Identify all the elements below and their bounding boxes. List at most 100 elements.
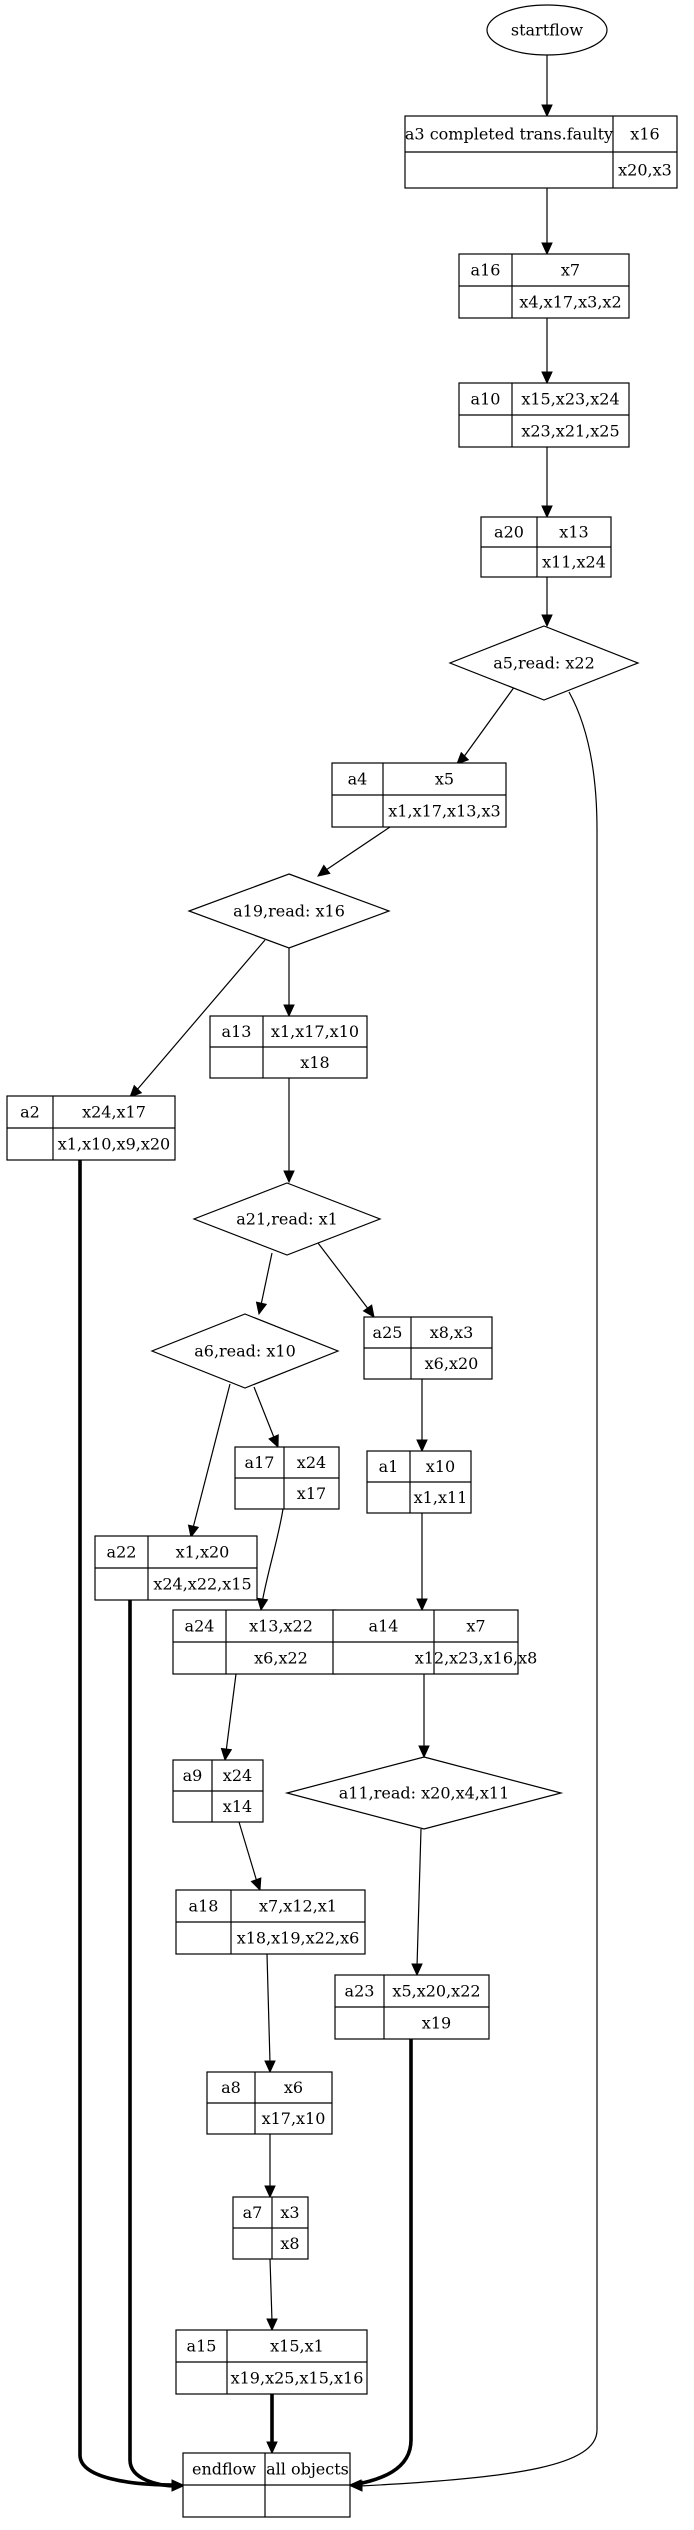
a25-label: a25 xyxy=(373,1323,403,1342)
node-a10: a10 x15,x23,x24 x23,x21,x25 xyxy=(458,382,630,448)
a10-bottom-value: x23,x21,x25 xyxy=(521,422,619,441)
decision-d5: a5,read: x22 xyxy=(448,625,640,701)
a22-top-value: x1,x20 xyxy=(176,1543,230,1562)
a9-bottom-value: x14 xyxy=(223,1797,252,1816)
e-d19-a2 xyxy=(135,939,266,1092)
d19-diamond xyxy=(187,873,391,949)
d6-diamond xyxy=(150,1313,340,1389)
node-a22: a22 x1,x20 x24,x22,x15 xyxy=(94,1535,258,1601)
decision-d11: a11,read: x20,x4,x11 xyxy=(284,1756,564,1830)
a8-label: a8 xyxy=(221,2078,241,2097)
e-a4-d19 xyxy=(325,826,391,871)
e-a4-d19-arrowhead xyxy=(317,864,331,877)
a2-bottom-value: x1,x10,x9,x20 xyxy=(58,1135,170,1154)
e-d21-d6 xyxy=(260,1252,273,1306)
end-top-value: all objects xyxy=(266,2460,349,2479)
d5-diamond xyxy=(448,625,640,701)
a17-top-value: x24 xyxy=(297,1453,326,1472)
e-d21-a25-arrowhead xyxy=(362,1304,375,1318)
a10-label: a10 xyxy=(471,390,501,409)
a23-top-value: x5,x20,x22 xyxy=(392,1982,480,2001)
a3-label: a3 completed trans.faulty xyxy=(405,125,613,144)
a20-top-value: x13 xyxy=(559,523,588,542)
a14-label: a14 xyxy=(369,1617,399,1636)
e-a23-end xyxy=(352,2039,413,2487)
a22-label: a22 xyxy=(107,1543,137,1562)
d19-label: a19,read: x16 xyxy=(233,902,345,921)
a4-top-value: x5 xyxy=(435,770,454,789)
e-a2-end xyxy=(78,1160,175,2487)
a7-bottom-value: x8 xyxy=(280,2234,299,2253)
a22-bottom-value: x24,x22,x15 xyxy=(153,1575,251,1594)
node-a24: a24 x13,x22 x6,x22 xyxy=(172,1609,337,1675)
a16-label: a16 xyxy=(471,261,501,280)
e-d5-a4 xyxy=(462,685,516,759)
node-a16: a16 x7 x4,x17,x3,x2 xyxy=(458,253,630,319)
a16-top-value: x7 xyxy=(561,261,580,280)
a15-top-value: x15,x1 xyxy=(270,2337,324,2356)
node-a15: a15 x15,x1 x19,x25,x15,x16 xyxy=(175,2329,368,2395)
a15-bottom-value: x19,x25,x15,x16 xyxy=(231,2369,364,2388)
d21-diamond xyxy=(192,1182,382,1256)
a23-label: a23 xyxy=(345,1982,375,2001)
a4-bottom-value: x1,x17,x13,x3 xyxy=(388,802,500,821)
node-a1: a1 x10 x1,x11 xyxy=(366,1450,472,1514)
node-a20: a20 x13 x11,x24 xyxy=(480,516,612,578)
e-a24-a9 xyxy=(225,1673,237,1753)
a18-top-value: x7,x12,x1 xyxy=(259,1897,337,1916)
a7-top-value: x3 xyxy=(280,2203,299,2222)
a1-top-value: x10 xyxy=(426,1457,455,1476)
node-a23: a23 x5,x20,x22 x19 xyxy=(334,1974,490,2040)
a20-label: a20 xyxy=(494,523,524,542)
d6-label: a6,read: x10 xyxy=(194,1342,296,1361)
a24-label: a24 xyxy=(185,1617,215,1636)
a24-bottom-value: x6,x22 xyxy=(254,1649,308,1668)
node-a9: a9 x24 x14 xyxy=(172,1759,264,1823)
e-a9-a18 xyxy=(238,1821,258,1883)
a23-bottom-value: x19 xyxy=(422,2014,451,2033)
e-d6-a22 xyxy=(192,1383,231,1529)
a16-bottom-value: x4,x17,x3,x2 xyxy=(519,293,621,312)
a1-bottom-value: x1,x11 xyxy=(414,1488,468,1507)
node-end: endflow all objects xyxy=(182,2452,351,2518)
a13-label: a13 xyxy=(222,1022,252,1041)
a2-top-value: x24,x17 xyxy=(82,1103,146,1122)
a15-label: a15 xyxy=(187,2337,217,2356)
flow-edges xyxy=(78,55,598,2492)
node-a3: a3 completed trans.faulty x16 x20,x3 xyxy=(404,115,678,189)
e-d6-a17 xyxy=(253,1386,276,1441)
node-a17: a17 x24 x17 xyxy=(234,1446,340,1510)
end-label: endflow xyxy=(192,2460,256,2479)
a3-top-value: x16 xyxy=(630,125,659,144)
e-a18-a8 xyxy=(266,1953,271,2064)
e-a17-a24 xyxy=(261,1508,284,1604)
node-a7: a7 x3 x8 xyxy=(232,2196,309,2260)
a14-top-value: x7 xyxy=(466,1617,485,1636)
decision-d21: a21,read: x1 xyxy=(192,1182,382,1256)
a17-bottom-value: x17 xyxy=(297,1484,326,1503)
a13-bottom-value: x18 xyxy=(300,1053,329,1072)
a7-label: a7 xyxy=(243,2203,263,2222)
e-d5-end xyxy=(359,691,598,2487)
node-a4: a4 x5 x1,x17,x13,x3 xyxy=(331,762,507,828)
a17-label: a17 xyxy=(245,1453,275,1472)
a10-top-value: x15,x23,x24 xyxy=(521,390,619,409)
a9-label: a9 xyxy=(183,1766,203,1785)
d5-label: a5,read: x22 xyxy=(493,654,595,673)
decision-d6: a6,read: x10 xyxy=(150,1313,340,1389)
a24-top-value: x13,x22 xyxy=(249,1617,313,1636)
d11-diamond xyxy=(284,1756,564,1830)
startflow-ellipse xyxy=(486,4,608,56)
a25-top-value: x8,x3 xyxy=(430,1323,474,1342)
a9-top-value: x24 xyxy=(223,1766,252,1785)
a1-label: a1 xyxy=(379,1457,399,1476)
a4-label: a4 xyxy=(348,770,368,789)
a3-bottom-value: x20,x3 xyxy=(618,161,672,180)
a20-bottom-value: x11,x24 xyxy=(542,553,606,572)
